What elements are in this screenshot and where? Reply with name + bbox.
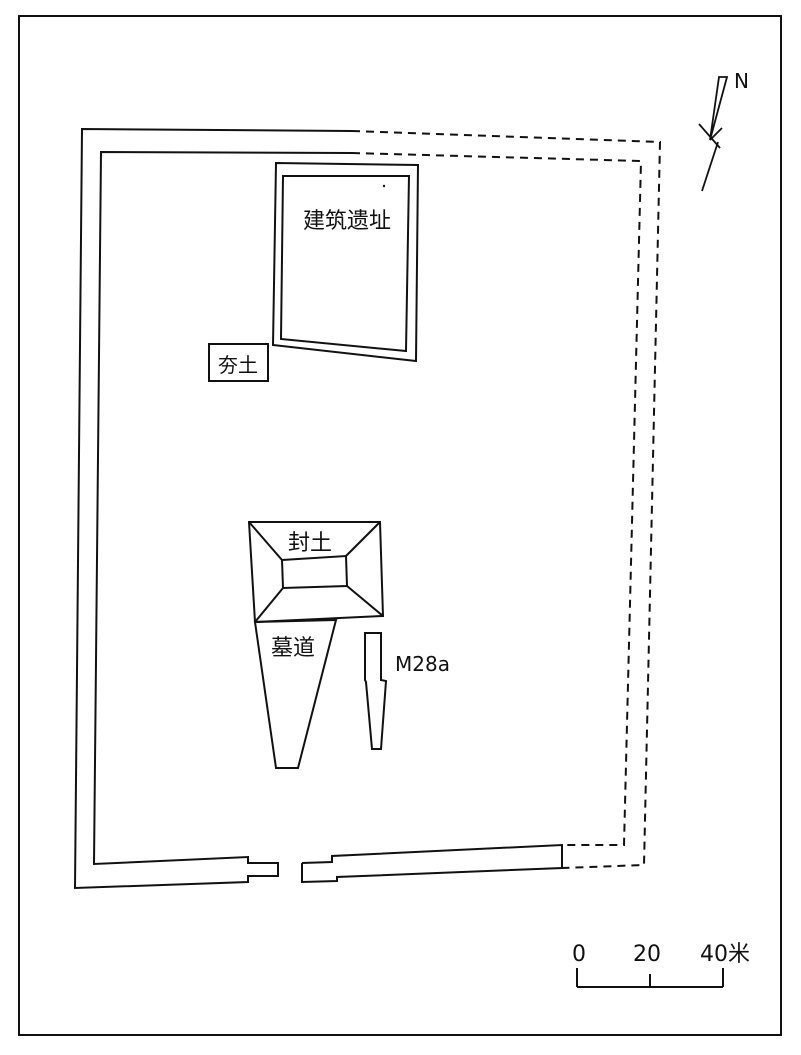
north-label: N: [734, 69, 749, 93]
scale-tick-40: 40米: [700, 942, 750, 967]
north-arrow-icon: [698, 76, 729, 192]
mound-label-mask: [280, 527, 340, 553]
rammed-earth-box: [208, 343, 269, 382]
mound-outline: [247, 521, 385, 624]
scale-bar: [576, 968, 724, 988]
tomb-m28a-label: M28a: [395, 652, 450, 676]
mound-label: 封土: [288, 531, 332, 556]
enclosure-wall-dashed: [351, 130, 662, 869]
rammed-earth-label: 夯土: [218, 353, 258, 377]
building-site-label: 建筑遗址: [303, 209, 391, 234]
tomb-passage-label: 墓道: [271, 636, 315, 661]
scale-tick-0: 0: [572, 942, 586, 967]
building-site-outline: [271, 161, 420, 363]
tomb-passage-outline: [253, 618, 338, 769]
drawing-frame: [18, 15, 782, 1036]
tomb-m28a-outline: [364, 632, 388, 750]
enclosure-wall-solid: [73, 127, 563, 890]
scale-tick-20: 20: [633, 942, 661, 967]
survey-point-marker: [382, 184, 386, 188]
